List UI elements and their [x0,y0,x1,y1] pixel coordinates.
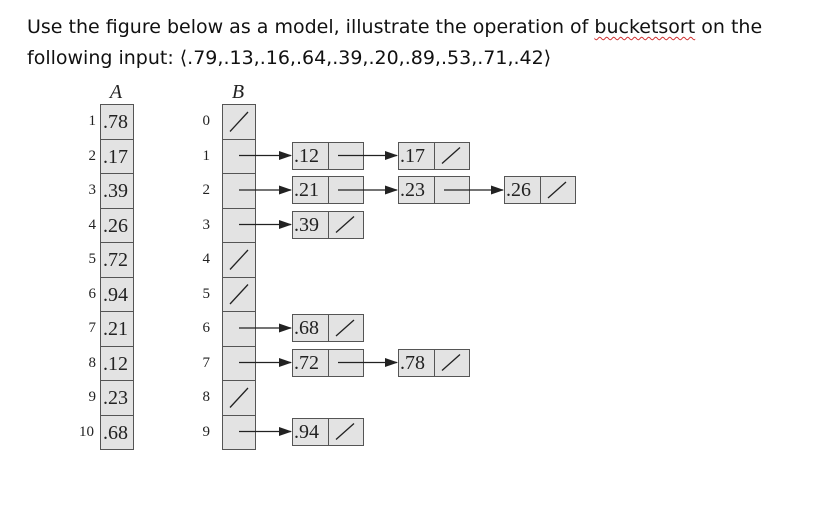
array-b-index: 9 [202,423,211,440]
array-a-cell: .39 [100,173,134,209]
list-node-key: .21 [293,177,329,203]
array-a-index: 3 [88,182,97,198]
null-slash [441,354,461,371]
list-node: .17 [398,141,470,170]
null-slash [229,111,249,132]
list-node: .68 [292,314,364,342]
array-a-cell: .26 [100,207,134,243]
arrowhead [279,323,292,333]
array-a-value: .94 [103,283,128,306]
array-a-index: 9 [88,389,97,405]
spellcheck-underlined-word: bucketsort [594,16,696,38]
list-node: .39 [292,210,364,239]
array-a-index: 6 [88,285,97,302]
array-a-index: 5 [88,251,97,267]
list-node-key: .94 [293,418,329,445]
arrowhead [279,220,292,229]
null-slash [335,319,355,337]
array-a-value: .12 [103,352,128,375]
array-a-cell: .94 [100,276,134,312]
array-a-cell: .17 [100,138,134,174]
array-a-value: .17 [103,145,128,168]
arrowhead [491,185,504,195]
array-b-index: 5 [202,285,211,302]
problem-line-1-start: Use the figure below as a model, illustr… [27,16,595,38]
arrowhead [279,427,292,436]
array-b-index: 6 [202,320,211,336]
null-slash [441,147,461,164]
array-a-cell: .78 [100,104,134,140]
list-node-key: .78 [399,349,435,376]
list-node-key: .17 [399,142,435,169]
arrowhead [279,151,292,160]
array-a-index: 1 [88,113,97,129]
list-node-key: .72 [293,349,329,376]
list-node: .26 [504,176,576,204]
array-b-index: 7 [202,354,211,371]
array-a-value: .39 [103,180,128,202]
array-a-value: .21 [103,318,128,340]
null-slash [335,216,355,233]
array-b-index: 3 [202,216,211,233]
array-a-value: .72 [103,249,128,271]
array-b-index: 4 [202,251,211,267]
arrowhead [385,151,398,160]
problem-line-1-end: on the [695,16,763,38]
null-slash [547,181,567,199]
null-slash [229,249,249,270]
array-a-cell: .72 [100,242,134,278]
list-node: .23 [398,176,470,204]
list-node: .78 [398,348,470,377]
array-a-index: 10 [79,423,94,440]
array-b-cell [222,207,256,243]
arrowhead [279,358,292,367]
array-a-label: A [109,81,123,103]
null-slash [229,284,249,305]
array-b-cell [222,345,256,381]
array-b-index: 2 [202,182,211,198]
arrowhead [279,185,292,195]
array-a-value: .23 [103,387,128,409]
array-b-cell [222,414,256,450]
list-node: .94 [292,417,364,446]
null-slash [335,423,355,440]
array-a-index: 7 [88,320,97,336]
array-b-label: B [231,81,245,103]
array-a-value: .26 [103,214,128,237]
array-a-index: 2 [88,147,97,164]
problem-statement: Use the figure below as a model, illustr… [27,12,797,74]
problem-line-1: Use the figure below as a model, illustr… [27,12,797,43]
array-b-cell [222,311,256,347]
problem-line-2: following input: ⟨.79,.13,.16,.64,.39,.2… [27,47,552,69]
array-a-cell: .12 [100,345,134,381]
list-node-key: .26 [505,177,541,203]
array-a-value: .78 [103,111,128,133]
arrowhead [385,185,398,195]
array-a-index: 4 [88,216,97,233]
array-a-index: 8 [88,354,97,371]
array-b-index: 1 [202,147,211,164]
array-b-index: 0 [202,113,211,129]
array-a-cell: .68 [100,414,134,450]
list-node-key: .23 [399,177,435,203]
array-a-value: .68 [103,421,128,444]
list-node-key: .68 [293,315,329,341]
array-b-index: 8 [202,389,211,405]
null-slash [229,387,249,408]
list-node-key: .12 [293,142,329,169]
arrowhead [385,358,398,367]
list-node-key: .39 [293,211,329,238]
